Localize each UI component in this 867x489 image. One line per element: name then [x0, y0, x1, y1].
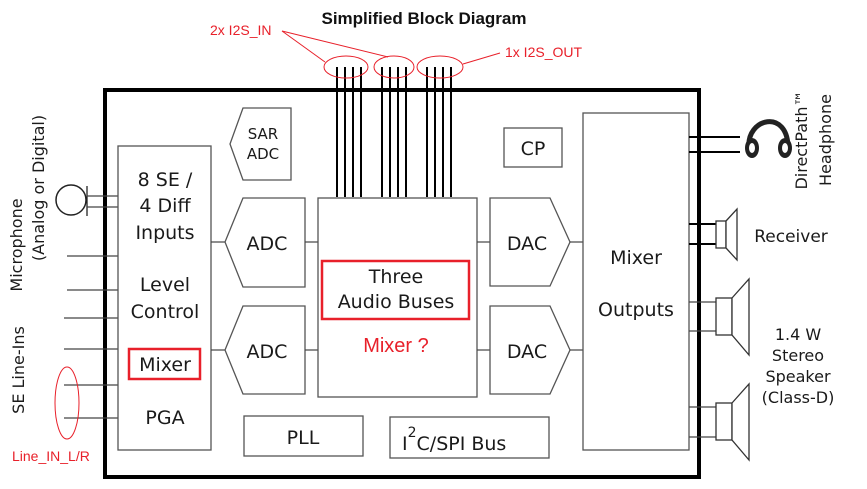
- audio-buses-label: Three: [368, 266, 423, 288]
- input-block-line: Level: [140, 274, 190, 296]
- microphone-type-label: (Analog or Digital): [29, 115, 48, 261]
- i2c-rest: C/SPI Bus: [417, 433, 507, 455]
- adc-top-block: [224, 197, 306, 288]
- microphone-label: Microphone: [7, 198, 26, 291]
- i2c-base: I: [402, 433, 408, 455]
- receiver-label: Receiver: [754, 227, 828, 247]
- line-in-highlight-ellipse: [54, 366, 80, 440]
- headphone-brand-label: DirectPath™: [792, 90, 811, 189]
- speaker-class-label: (Class-D): [762, 388, 835, 407]
- input-mixer-label: Mixer: [139, 354, 191, 376]
- mixer-highlight-box: [127, 347, 202, 381]
- cp-block: [503, 127, 563, 168]
- output-wires: [689, 136, 740, 438]
- speaker-label: Speaker: [765, 367, 831, 386]
- dac-bottom-label: DAC: [507, 341, 547, 363]
- i2s-bus-wires: [336, 67, 452, 197]
- speaker-power-label: 1.4 W: [775, 325, 822, 344]
- audio-buses-highlight-box: [320, 259, 471, 321]
- se-line-ins-label: SE Line-Ins: [9, 326, 28, 414]
- sar-adc-label: SAR: [248, 125, 278, 143]
- input-block-line: 8 SE /: [138, 169, 193, 191]
- input-block: [117, 145, 212, 451]
- i2c-spi-bus-label: I2C/SPI Bus: [402, 425, 506, 455]
- i2c-superscript: 2: [408, 425, 417, 441]
- audio-buses-label: Audio Buses: [338, 291, 455, 313]
- receiver-icon: [715, 207, 738, 262]
- se-line-in-wires: [64, 255, 118, 419]
- dac-bottom-block: [489, 305, 571, 395]
- adc-top-label: ADC: [247, 233, 288, 255]
- headphone-label: Headphone: [816, 94, 835, 186]
- pll-label: PLL: [287, 427, 320, 449]
- i2s-annotations: [281, 30, 501, 79]
- headphone-icon: [745, 119, 792, 158]
- adc-bottom-label: ADC: [247, 341, 288, 363]
- dac-top-label: DAC: [507, 233, 547, 255]
- speaker-top-icon: [715, 277, 750, 357]
- i2s-in-ellipse-1: [323, 55, 369, 79]
- input-block-line: Control: [131, 301, 200, 323]
- pga-label: PGA: [145, 407, 184, 429]
- input-block-line: 4 Diff: [139, 195, 191, 217]
- chip-outline: [103, 88, 701, 479]
- line-in-annotation: Line_IN_L/R: [12, 448, 90, 464]
- input-block-line: Inputs: [135, 222, 194, 244]
- pll-block: [243, 415, 364, 457]
- mixer-outputs-label: Outputs: [598, 299, 674, 321]
- microphone-icon: [55, 184, 118, 216]
- sar-adc-label: ADC: [247, 145, 279, 163]
- i2s-out-ellipse: [416, 55, 464, 79]
- sar-adc-block: [229, 107, 292, 181]
- speaker-stereo-label: Stereo: [772, 346, 824, 365]
- dac-top-block: [489, 197, 571, 287]
- speaker-bottom-icon: [715, 382, 750, 462]
- audio-buses-block: [317, 197, 478, 398]
- i2s-in-ellipse-2: [373, 55, 415, 79]
- mixer-question-annotation: Mixer ?: [363, 335, 429, 357]
- i2s-out-annotation: 1x I2S_OUT: [505, 44, 582, 60]
- cp-label: CP: [521, 138, 546, 160]
- i2c-spi-bus-block: [389, 416, 550, 459]
- mixer-outputs-block: [582, 112, 690, 451]
- mixer-outputs-label: Mixer: [610, 247, 662, 269]
- i2s-in-annotation: 2x I2S_IN: [210, 22, 271, 38]
- diagram-title: Simplified Block Diagram: [322, 9, 527, 28]
- adc-bottom-block: [224, 305, 306, 395]
